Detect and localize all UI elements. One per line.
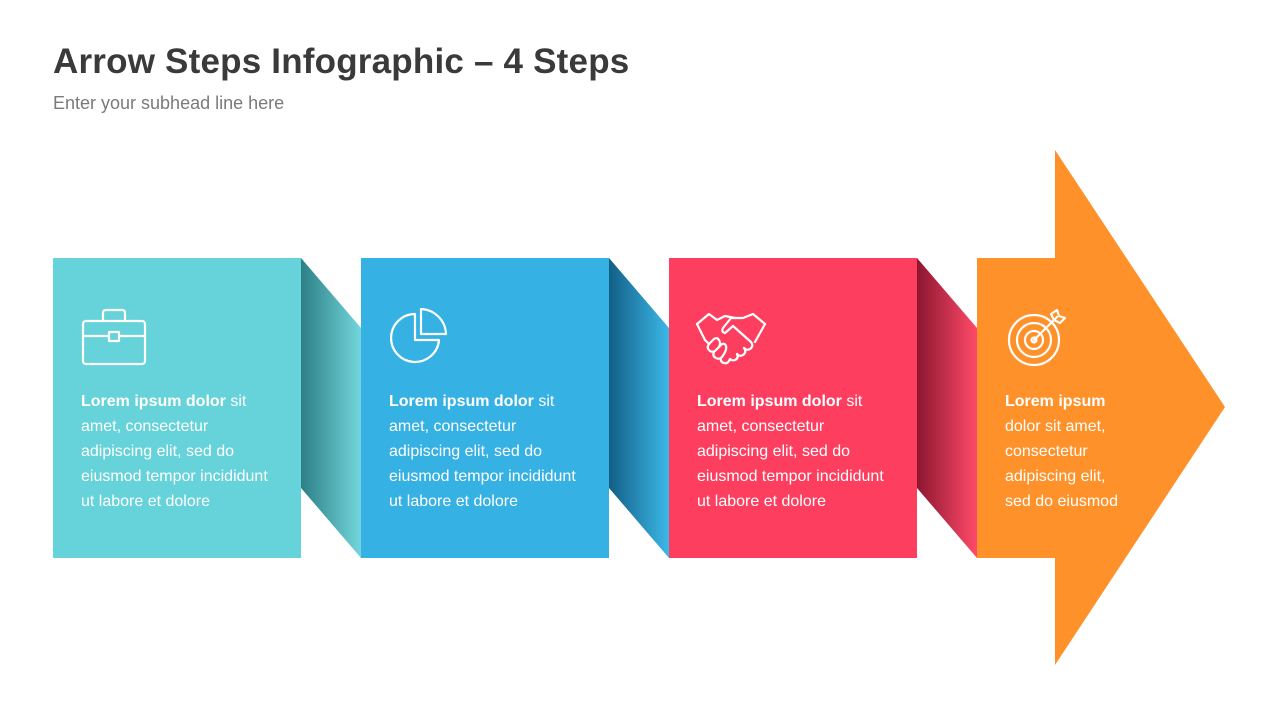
page-title: Arrow Steps Infographic – 4 Steps [53, 42, 630, 81]
page-subtitle: Enter your subhead line here [53, 93, 285, 113]
handshake-icon [695, 312, 767, 365]
target-icon [1007, 308, 1067, 367]
step-card-3: Lorem ipsum dolor sit amet, consectetur … [669, 258, 917, 558]
step-card-2: Lorem ipsum dolor sit amet, consectetur … [361, 258, 609, 558]
step-text-3: Lorem ipsum dolor sit amet, consectetur … [697, 393, 884, 510]
step-card-4: Lorem ipsum dolor sit amet, consectetur … [977, 258, 1225, 558]
step-panel-3 [669, 258, 917, 558]
pie-chart-icon [390, 308, 448, 364]
fold-connector-1 [301, 258, 361, 558]
step-panel-1 [53, 258, 301, 558]
step-arrow-4 [977, 150, 1225, 665]
fold-connector-2 [609, 258, 669, 558]
step-text-2: Lorem ipsum dolor sit amet, consectetur … [389, 393, 576, 510]
step-card-1: Lorem ipsum dolor sit amet, consectetur … [53, 258, 301, 558]
step-panel-2 [361, 258, 609, 558]
step-text-1: Lorem ipsum dolor sit amet, consectetur … [81, 393, 268, 510]
step-text-4: Lorem ipsum dolor sit amet, consectetur … [1005, 393, 1118, 510]
fold-connector-3 [917, 258, 977, 558]
briefcase-icon [81, 308, 147, 366]
